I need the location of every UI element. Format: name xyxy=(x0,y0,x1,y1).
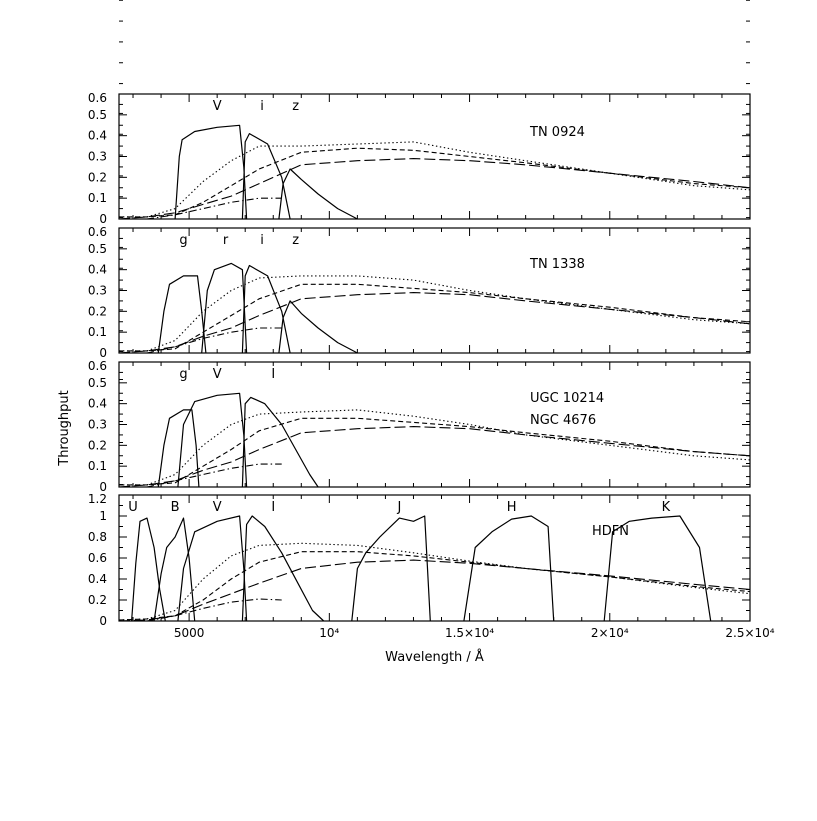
filter-label: V xyxy=(213,99,222,114)
y-tick-label: 0.4 xyxy=(88,263,107,277)
filter-label: H xyxy=(507,500,517,515)
panel-label: HDFN xyxy=(592,524,629,539)
filter-label: I xyxy=(271,500,275,515)
filter-label: J xyxy=(397,500,402,515)
series-line-dotted xyxy=(119,409,751,486)
y-tick-label: 0 xyxy=(99,346,107,360)
x-tick-label: 5000 xyxy=(174,626,205,640)
filter-curve xyxy=(201,262,248,354)
filter-label: g xyxy=(179,367,187,382)
series-line-dotted xyxy=(119,141,751,218)
x-tick-label: 1.5×10⁴ xyxy=(445,626,494,640)
filter-curve xyxy=(177,515,248,622)
y-tick-label: 0.2 xyxy=(88,438,107,452)
y-tick-label: 0.3 xyxy=(88,150,107,164)
y-tick-label: 0.3 xyxy=(88,418,107,432)
panel-label: TN 1338 xyxy=(529,257,585,272)
y-tick-label: 0.2 xyxy=(88,170,107,184)
y-tick-label: 0.4 xyxy=(88,572,107,586)
y-tick-label: 0 xyxy=(99,480,107,494)
y-tick-label: 0.6 xyxy=(88,551,107,565)
y-tick-label: 1.2 xyxy=(88,492,107,506)
series-line-dash-dot xyxy=(146,463,282,488)
y-tick-label: 0.4 xyxy=(88,129,107,143)
y-tick-label: 0.2 xyxy=(88,593,107,607)
series-line-long-dash xyxy=(118,158,751,220)
y-tick-label: 0.6 xyxy=(88,91,107,105)
y-tick-label: 0 xyxy=(99,614,107,628)
series-line-short-dash xyxy=(119,147,751,218)
filter-curve xyxy=(463,515,555,622)
filter-curve xyxy=(241,515,325,622)
filter-label: V xyxy=(213,367,222,382)
x-tick-label: 2.5×10⁴ xyxy=(725,626,774,640)
filter-label: r xyxy=(223,233,229,248)
y-tick-label: 0.6 xyxy=(88,359,107,373)
y-tick-label: 0.6 xyxy=(88,225,107,239)
y-tick-label: 0.1 xyxy=(88,325,107,339)
series-line-dash-dot xyxy=(146,197,282,220)
series-line-dash-dot xyxy=(146,598,282,622)
y-tick-label: 0 xyxy=(99,212,107,226)
filter-label: g xyxy=(179,233,187,248)
y-tick-label: 0.4 xyxy=(88,397,107,411)
series-line-short-dash xyxy=(119,417,751,486)
filter-label: z xyxy=(292,233,299,248)
y-tick-label: 0.1 xyxy=(88,191,107,205)
series-line-dotted xyxy=(118,542,751,621)
filter-label: K xyxy=(662,500,671,515)
series-line-short-dash xyxy=(119,283,751,352)
series-line-dotted xyxy=(119,275,751,352)
panel-label: NGC 4676 xyxy=(530,413,596,428)
filter-curve xyxy=(351,515,431,622)
filter-label: i xyxy=(260,233,264,248)
filter-curve xyxy=(241,396,319,488)
series-line-long-dash xyxy=(118,559,751,622)
series-line-short-dash xyxy=(118,551,751,621)
y-tick-label: 0.8 xyxy=(88,530,107,544)
filter-label: V xyxy=(213,500,222,515)
y-tick-label: 0.5 xyxy=(88,108,107,122)
filter-curve xyxy=(157,275,207,354)
y-axis-label: Throughput xyxy=(57,390,72,467)
y-tick-label: 0.5 xyxy=(88,376,107,390)
y-tick-label: 0.5 xyxy=(88,242,107,256)
panel-label: TN 0924 xyxy=(529,125,585,140)
y-tick-label: 0.1 xyxy=(88,459,107,473)
filter-label: I xyxy=(271,367,275,382)
x-tick-label: 2×10⁴ xyxy=(591,626,629,640)
filter-curve xyxy=(174,124,248,220)
filter-curve xyxy=(131,517,166,622)
filter-curve xyxy=(153,517,196,622)
filter-label: B xyxy=(171,500,180,515)
filter-label: U xyxy=(128,500,138,515)
series-line-dash-dot xyxy=(146,327,282,354)
y-tick-label: 1 xyxy=(99,509,107,523)
filter-curve xyxy=(278,168,358,220)
series-line-long-dash xyxy=(118,426,751,488)
filter-curve xyxy=(603,515,712,622)
y-tick-label: 0.2 xyxy=(88,304,107,318)
panel-label: UGC 10214 xyxy=(530,391,604,406)
x-axis-label: Wavelength / Å xyxy=(385,649,484,665)
y-tick-label: 0.3 xyxy=(88,284,107,298)
filter-curve xyxy=(157,409,200,488)
filter-curve xyxy=(278,300,358,354)
filter-label: z xyxy=(292,99,299,114)
filter-label: i xyxy=(260,99,264,114)
x-tick-label: 10⁴ xyxy=(319,626,339,640)
